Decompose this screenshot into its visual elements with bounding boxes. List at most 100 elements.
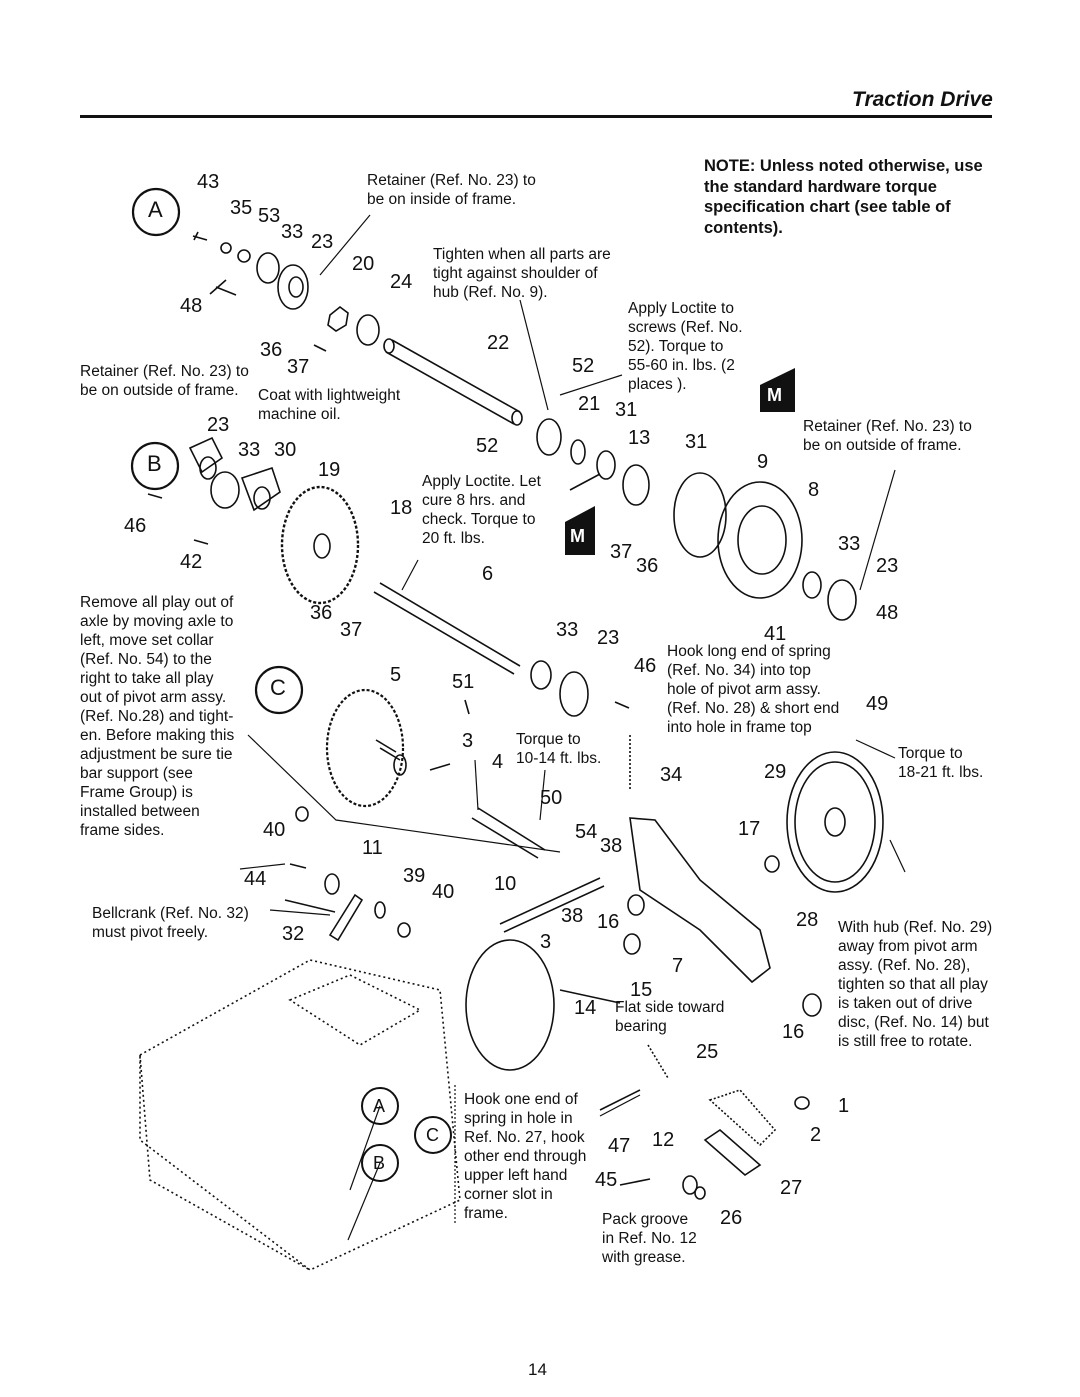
part-number: 23	[876, 555, 899, 577]
part-number: 46	[124, 515, 147, 537]
part-number: 6	[482, 563, 494, 585]
callout-c2-letter: C	[426, 1125, 439, 1145]
part-number: 16	[782, 1021, 805, 1043]
note-bellcrank: Bellcrank (Ref. No. 32) must pivot freel…	[92, 905, 249, 941]
callout-b2-letter: B	[373, 1153, 386, 1173]
part-number: 48	[180, 295, 203, 317]
part-number: 33	[556, 619, 579, 641]
page-title: Traction Drive	[852, 88, 993, 111]
hub-assembly	[536, 418, 857, 621]
leader-lines	[239, 214, 906, 1241]
part-number: 44	[244, 868, 267, 890]
part-number: 23	[207, 414, 230, 436]
part-number: 43	[197, 171, 220, 193]
part-number: 22	[487, 332, 510, 354]
lower-axle	[373, 582, 630, 717]
part-number: 47	[608, 1135, 631, 1157]
part-number: 35	[230, 197, 253, 219]
part-number: 32	[282, 923, 305, 945]
note-pack-groove: Pack groove in Ref. No. 12 with grease.	[602, 1211, 697, 1266]
part-number: 28	[796, 909, 819, 931]
part-number: 23	[597, 627, 620, 649]
callout-c-letter: C	[270, 675, 286, 700]
part-number: 49	[866, 693, 889, 715]
part-number: 40	[263, 819, 286, 841]
m-badge-shapes	[565, 368, 795, 555]
part-number: 27	[780, 1177, 803, 1199]
part-number: 38	[561, 905, 584, 927]
part-number: 2	[810, 1124, 822, 1146]
part-number: 1	[838, 1095, 850, 1117]
part-number: 7	[672, 955, 684, 977]
link-parts	[599, 1089, 810, 1200]
part-number: 51	[452, 671, 475, 693]
part-number: 36	[260, 339, 283, 361]
note-retainer-inside: Retainer (Ref. No. 23) to be on inside o…	[367, 172, 536, 208]
part-number: 21	[578, 393, 601, 415]
part-number: 52	[476, 435, 499, 457]
part-number: 3	[462, 730, 474, 752]
page-number: 14	[528, 1360, 547, 1379]
part-number: 10	[494, 873, 517, 895]
part-number: 26	[720, 1207, 743, 1229]
callout-b-circle	[130, 441, 180, 491]
springs	[629, 735, 669, 1079]
m-badge-1: M	[767, 385, 782, 405]
callout-c-circle	[254, 665, 304, 715]
part-number: 33	[238, 439, 261, 461]
part-number: 18	[390, 497, 413, 519]
group-b-parts	[147, 436, 360, 605]
part-number: 33	[281, 221, 304, 243]
part-number: 25	[696, 1041, 719, 1063]
note-retainer-outside-left: Retainer (Ref. No. 23) to be on outside …	[80, 363, 249, 399]
part-number: 8	[808, 479, 820, 501]
part-number: 24	[390, 271, 413, 293]
callout-b2-circle	[361, 1144, 399, 1182]
part-number: 16	[597, 911, 620, 933]
note-with-hub: With hub (Ref. No. 29) away from pivot a…	[838, 919, 993, 1050]
part-number: 30	[274, 439, 297, 461]
part-number: 42	[180, 551, 203, 573]
part-number: 12	[652, 1129, 675, 1151]
part-number: 41	[764, 623, 787, 645]
part-number: 31	[685, 431, 708, 453]
part-number: 13	[628, 427, 651, 449]
note-flat-side: Flat side toward bearing	[615, 999, 725, 1035]
part-number: 36	[310, 602, 333, 624]
pivot-arm-assembly	[465, 751, 884, 1071]
part-number: 45	[595, 1169, 618, 1191]
part-number: 5	[390, 664, 402, 686]
part-number: 48	[876, 602, 899, 624]
callout-a2-circle	[361, 1087, 399, 1125]
part-number: 46	[634, 655, 657, 677]
frame-outline	[139, 959, 461, 1271]
callout-c2-circle	[414, 1116, 452, 1154]
note-torque-10-14: Torque to 10-14 ft. lbs.	[516, 731, 602, 767]
part-number: 53	[258, 205, 281, 227]
note-torque-18-21: Torque to 18-21 ft. lbs.	[898, 745, 984, 781]
part-number: 39	[403, 865, 426, 887]
note-loctite-52: Apply Loctite to screws (Ref. No. 52). T…	[628, 300, 743, 393]
part-number: 15	[630, 979, 653, 1001]
callout-a2-letter: A	[373, 1096, 386, 1116]
part-number: 3	[540, 931, 552, 953]
part-number: 4	[492, 751, 504, 773]
callout-a-circle	[131, 187, 181, 237]
part-number: 38	[600, 835, 623, 857]
group-a-parts	[192, 231, 380, 352]
header-rule	[80, 115, 992, 118]
note-hook-spring: Hook long end of spring (Ref. No. 34) in…	[667, 643, 840, 736]
bellcrank-parts	[284, 806, 411, 942]
part-number: 37	[610, 541, 633, 563]
note-hook-one-end: Hook one end of spring in hole in Ref. N…	[464, 1091, 587, 1222]
part-number: 14	[574, 997, 597, 1019]
part-number: 34	[660, 764, 683, 786]
part-number: 37	[340, 619, 363, 641]
note-tighten-hub: Tighten when all parts are tight against…	[433, 246, 611, 301]
part-number: 33	[838, 533, 861, 555]
part-number: 31	[615, 399, 638, 421]
hardware-torque-note: NOTE: Unless noted otherwise, use the st…	[704, 157, 983, 237]
part-number: 37	[287, 356, 310, 378]
note-retainer-outside-right: Retainer (Ref. No. 23) to be on outside …	[803, 418, 972, 454]
